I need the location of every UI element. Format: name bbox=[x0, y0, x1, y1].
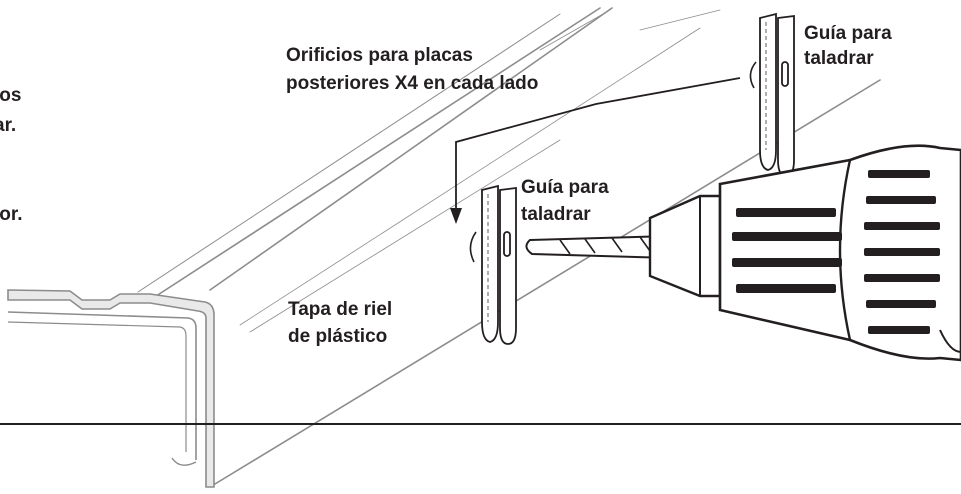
cut-off-text-1: ios bbox=[0, 85, 22, 106]
drill-guide-icon bbox=[469, 184, 517, 345]
orificios-label-line2: posteriores X4 en cada lado bbox=[286, 73, 539, 94]
tapa-label-line2: de plástico bbox=[288, 326, 388, 347]
rail-end-profile bbox=[7, 289, 215, 488]
guia-top-label-line1: Guía para bbox=[804, 23, 892, 44]
guia-mid-label-line2: taladrar bbox=[521, 204, 591, 225]
orificios-label-line1: Orificios para placas bbox=[286, 45, 473, 66]
drill-guide-icon bbox=[749, 12, 795, 177]
guia-mid-label-line1: Guía para bbox=[521, 177, 609, 198]
drill-icon bbox=[525, 144, 961, 362]
guia-top-label-line2: taladrar bbox=[804, 48, 874, 69]
arrow-icon bbox=[450, 77, 741, 224]
tapa-label-line1: Tapa de riel bbox=[288, 299, 393, 320]
cut-off-text-3: ior. bbox=[0, 204, 23, 225]
cut-off-text-2: ar. bbox=[0, 115, 17, 136]
